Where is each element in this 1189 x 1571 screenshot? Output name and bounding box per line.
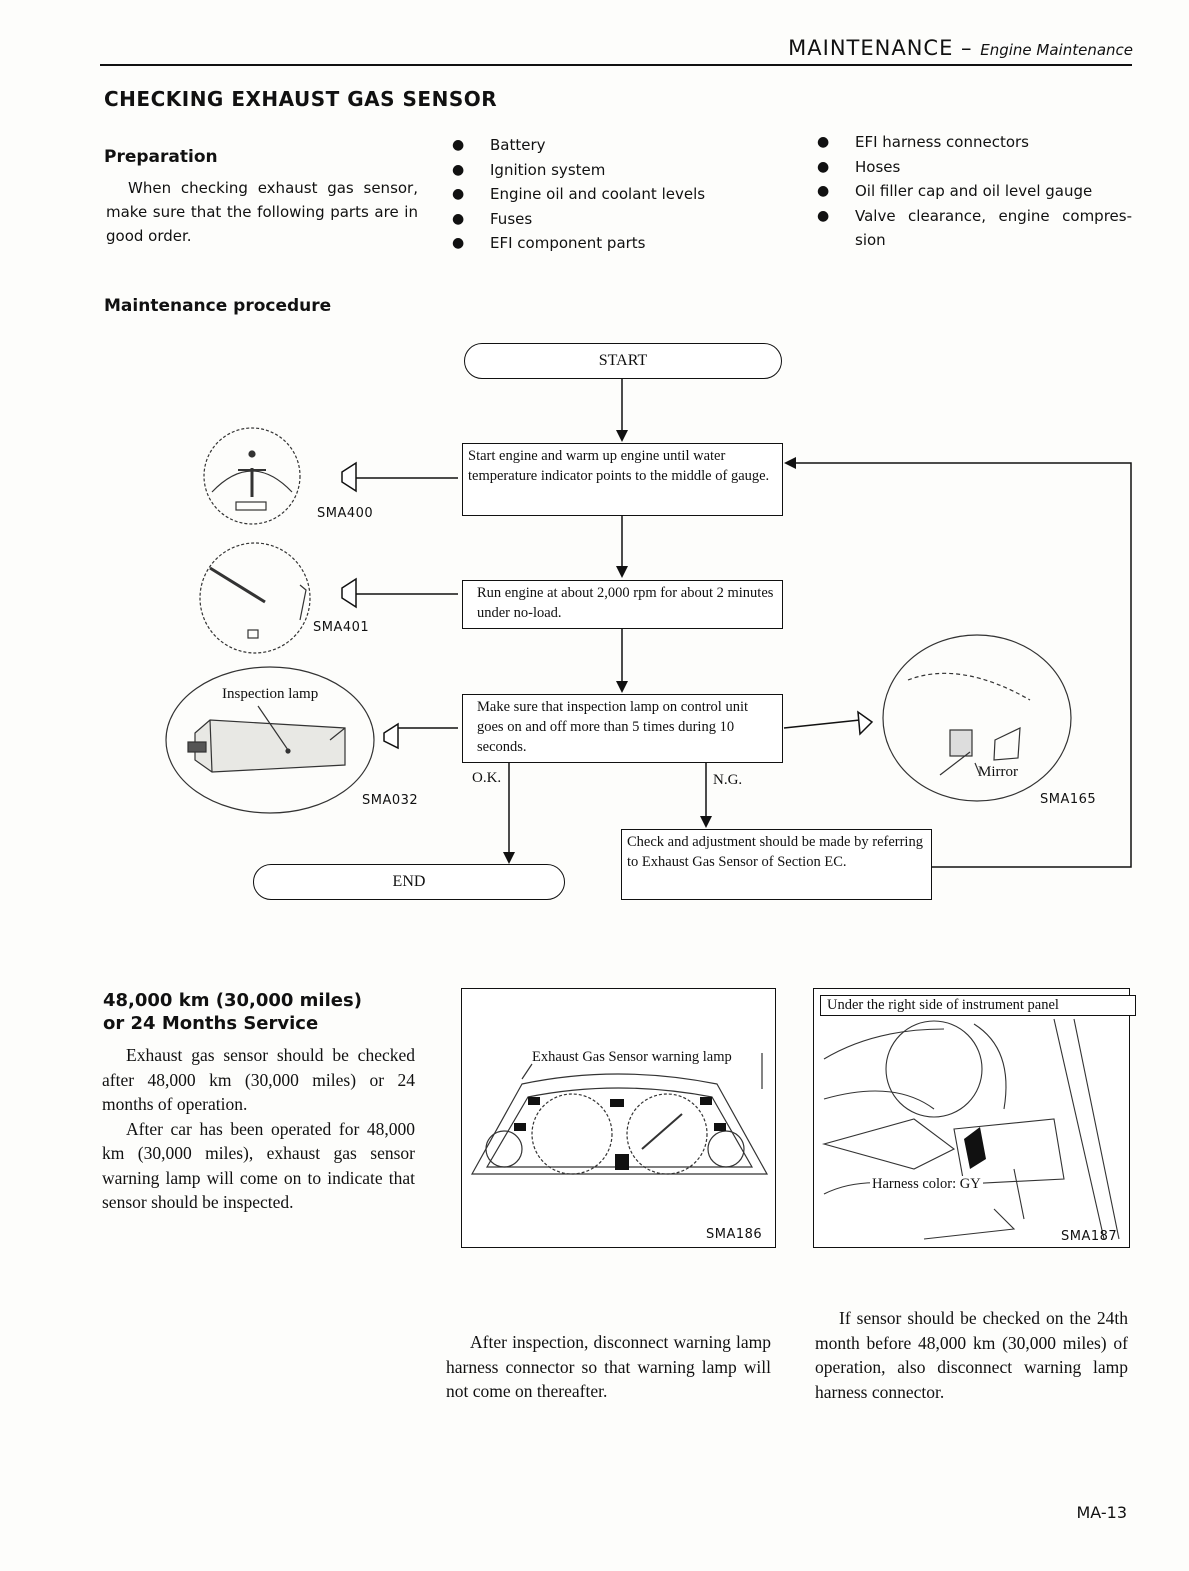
- step-inspection-lamp-box: Make sure that inspection lamp on contro…: [462, 694, 783, 763]
- after-paragraph: After inspection, disconnect warning lam…: [446, 1332, 771, 1401]
- early-check-paragraph: If sensor should be checked on the 24th …: [815, 1308, 1128, 1402]
- instrument-cluster-icon: [470, 1053, 769, 1175]
- temperature-gauge-icon: [203, 427, 301, 525]
- preparation-heading: Preparation: [104, 147, 218, 167]
- step-rpm-box: Run engine at about 2,000 rpm for about …: [462, 580, 783, 629]
- list-item: Ignition system: [452, 158, 772, 183]
- list-item: Battery: [452, 133, 772, 158]
- hollow-arrow: [857, 710, 874, 736]
- hollow-arrow: [341, 461, 357, 493]
- list-item: EFI component parts: [452, 231, 772, 256]
- harness-figure: Under the right side of instrument panel…: [813, 988, 1136, 1248]
- header-subsection: Engine Maintenance: [980, 41, 1133, 59]
- list-item: EFI harness connectors: [817, 130, 1132, 155]
- start-terminal: START: [464, 343, 782, 379]
- mirror-view-icon: [882, 634, 1072, 802]
- preparation-list-b: EFI harness connectors Hoses Oil filler …: [817, 130, 1132, 253]
- hollow-arrow: [341, 577, 357, 609]
- header-dash: –: [961, 36, 973, 60]
- figure-code-harness: SMA187: [1061, 1229, 1118, 1244]
- service-paragraph: Exhaust gas sensor should be checked aft…: [102, 1045, 415, 1114]
- ng-action-box: Check and adjustment should be made by r…: [621, 829, 932, 900]
- harness-color-label: Harness color: GY: [870, 1176, 983, 1193]
- header-rule: [100, 64, 1132, 66]
- harness-connector-icon: [821, 1018, 1120, 1240]
- tachometer-icon: [199, 542, 311, 654]
- page-title: CHECKING EXHAUST GAS SENSOR: [104, 87, 498, 111]
- arrow-head: [616, 566, 628, 578]
- arrow-head: [784, 457, 796, 469]
- figure-code-mirror: SMA165: [1040, 792, 1097, 807]
- cluster-figure: Exhaust Gas Sensor warning lamp SMA186: [461, 988, 776, 1248]
- cluster-label: Exhaust Gas Sensor warning lamp: [532, 1049, 732, 1065]
- after-inspection-text: After inspection, disconnect warning lam…: [446, 1330, 771, 1404]
- preparation-list-a: Battery Ignition system Engine oil and c…: [452, 133, 772, 256]
- ok-label: O.K.: [472, 770, 502, 786]
- list-item: Oil filler cap and oil level gauge: [817, 179, 1132, 204]
- arrow-head: [616, 430, 628, 442]
- service-heading-line2: or 24 Months Service: [103, 1013, 319, 1034]
- list-item: Valve clearance, engine compres-sion: [817, 204, 1132, 253]
- hollow-arrow: [383, 722, 399, 750]
- arrow-head: [700, 816, 712, 828]
- figure-code-tach: SMA401: [313, 620, 370, 635]
- end-terminal: END: [253, 864, 565, 900]
- service-heading: 48,000 km (30,000 miles) or 24 Months Se…: [103, 989, 362, 1035]
- preparation-text: When checking exhaust gas sensor, make s…: [106, 179, 418, 245]
- control-unit-icon: [165, 666, 375, 814]
- list-item: Hoses: [817, 155, 1132, 180]
- early-check-text: If sensor should be checked on the 24th …: [815, 1306, 1128, 1404]
- figure-code-lamp: SMA032: [362, 793, 419, 808]
- ng-label: N.G.: [713, 772, 743, 788]
- service-heading-line1: 48,000 km (30,000 miles): [103, 990, 362, 1011]
- header-section: MAINTENANCE: [788, 36, 954, 60]
- list-item: Engine oil and coolant levels: [452, 182, 772, 207]
- procedure-heading: Maintenance procedure: [104, 296, 332, 316]
- arrow-head: [503, 852, 515, 864]
- step-warm-up-box: Start engine and warm up engine until wa…: [462, 443, 783, 516]
- list-item: Fuses: [452, 207, 772, 232]
- arrow-head: [616, 681, 628, 693]
- service-text: Exhaust gas sensor should be checked aft…: [102, 1043, 415, 1215]
- figure-code-cluster: SMA186: [706, 1227, 763, 1242]
- page-number: MA-13: [1076, 1503, 1127, 1522]
- inspection-lamp-label: Inspection lamp: [222, 686, 319, 702]
- service-paragraph: After car has been operated for 48,000 k…: [102, 1118, 415, 1213]
- connector-highlight: [964, 1127, 986, 1169]
- harness-title: Under the right side of instrument panel: [820, 995, 1136, 1016]
- running-header: MAINTENANCE – Engine Maintenance: [788, 36, 1133, 60]
- mirror-label: Mirror: [978, 764, 1018, 780]
- arrow-shaft: [783, 719, 861, 729]
- figure-code-temp: SMA400: [317, 506, 374, 521]
- loop-back-line: [790, 462, 1132, 868]
